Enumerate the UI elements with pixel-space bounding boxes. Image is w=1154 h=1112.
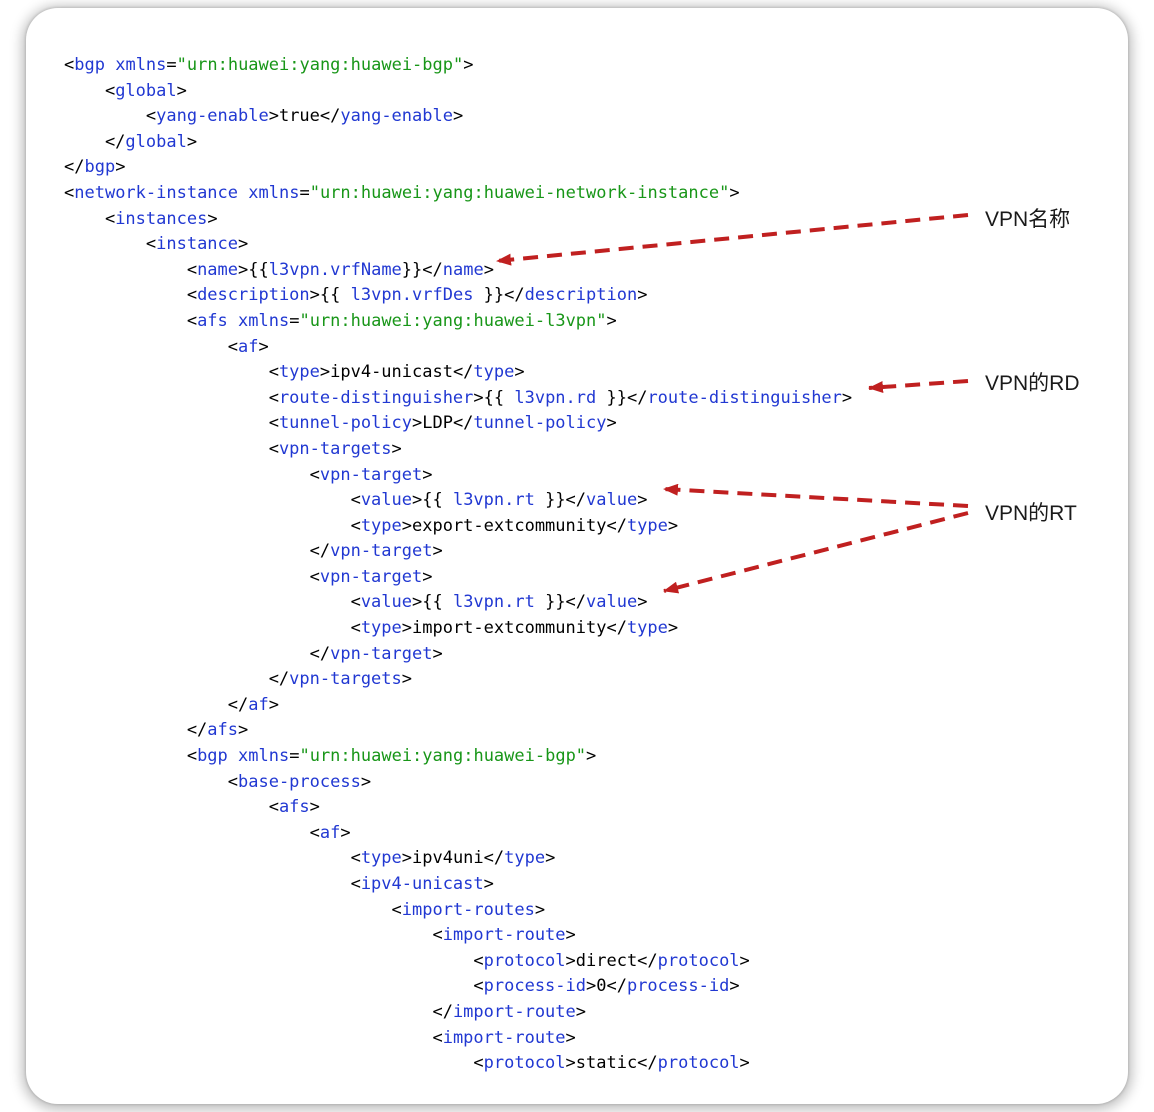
code-line: <network-instance xmlns="urn:huawei:yang… — [64, 182, 740, 203]
code-line: <bgp xmlns="urn:huawei:yang:huawei-bgp"> — [186, 746, 597, 767]
code-line: <protocol>static</protocol> — [473, 1053, 750, 1074]
code-line: <type>ipv4-unicast</type> — [268, 362, 525, 383]
code-line: </afs> — [186, 720, 249, 741]
code-line: <value>{{ l3vpn.rt }}</value> — [350, 592, 648, 613]
code-block: <bgp xmlns="urn:huawei:yang:huawei-bgp">… — [64, 53, 852, 1077]
code-line: </vpn-target> — [309, 541, 443, 562]
code-line: <vpn-target> — [309, 464, 433, 485]
code-line: <vpn-targets> — [268, 438, 402, 459]
code-line: <value>{{ l3vpn.rt }}</value> — [350, 490, 648, 511]
code-line: </bgp> — [64, 157, 126, 178]
code-line: <name>{{l3vpn.vrfName}}</name> — [186, 259, 494, 280]
annotation-vpn-rd: VPN的RD — [985, 372, 1080, 395]
code-line: <import-routes> — [391, 899, 546, 920]
code-line: <type>import-extcommunity</type> — [350, 618, 679, 639]
code-window: <bgp xmlns="urn:huawei:yang:huawei-bgp">… — [26, 8, 1128, 1104]
code-line: <ipv4-unicast> — [350, 874, 494, 894]
code-line: <type>export-extcommunity</type> — [350, 515, 679, 536]
code-line: <protocol>direct</protocol> — [473, 950, 750, 971]
code-line: </import-route> — [432, 1001, 587, 1022]
code-line: <af> — [227, 336, 269, 357]
code-line: </global> — [104, 131, 198, 152]
code-line: <process-id>0</process-id> — [473, 976, 740, 997]
code-line: <import-route> — [432, 925, 576, 946]
annotation-vpn-rt: VPN的RT — [985, 502, 1077, 525]
code-line: <description>{{ l3vpn.vrfDes }}</descrip… — [186, 285, 648, 306]
annotation-vpn-name: VPN名称 — [985, 208, 1071, 231]
code-line: <afs xmlns="urn:huawei:yang:huawei-l3vpn… — [186, 310, 617, 331]
code-line: <vpn-target> — [309, 566, 433, 587]
code-line: <bgp xmlns="urn:huawei:yang:huawei-bgp"> — [64, 55, 474, 75]
code-line: <tunnel-policy>LDP</tunnel-policy> — [268, 413, 617, 434]
code-line: <import-route> — [432, 1027, 576, 1048]
code-line: <route-distinguisher>{{ l3vpn.rd }}</rou… — [268, 387, 853, 408]
code-line: <base-process> — [227, 771, 372, 792]
code-line: </vpn-targets> — [268, 669, 413, 690]
code-line: <type>ipv4uni</type> — [350, 848, 556, 869]
code-line: <instances> — [104, 208, 218, 229]
code-line: <af> — [309, 822, 351, 843]
code-line: <instance> — [145, 234, 249, 255]
code-line: <yang-enable>true</yang-enable> — [145, 106, 464, 127]
code-line: </af> — [227, 694, 279, 715]
code-line: <global> — [104, 80, 187, 101]
code-line: <afs> — [268, 797, 320, 818]
code-line: </vpn-target> — [309, 643, 443, 664]
